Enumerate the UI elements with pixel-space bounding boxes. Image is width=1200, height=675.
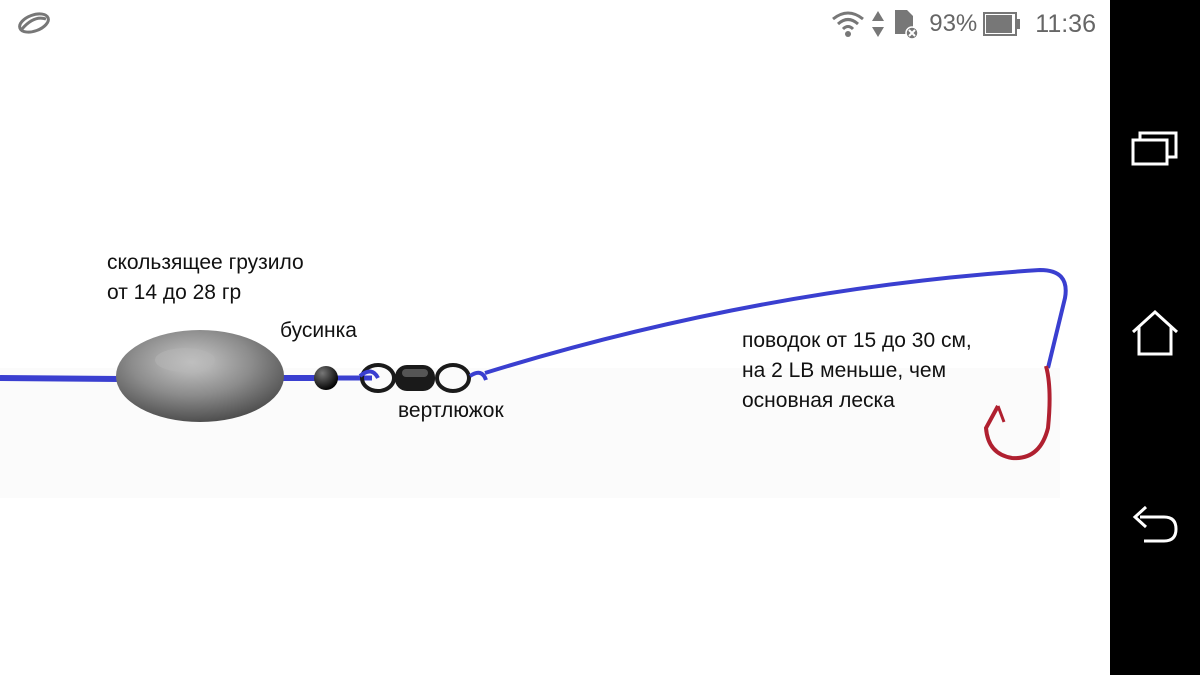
- swivel: [360, 363, 471, 393]
- hook: [983, 365, 1052, 461]
- fishing-rig-diagram: скользящее грузило от 14 до 28 гр бусинк…: [0, 48, 1110, 675]
- recents-icon: [1130, 128, 1180, 173]
- knot-right: [468, 370, 488, 381]
- home-icon: [1130, 309, 1180, 362]
- sinker-label-line-2: от 14 до 28 гр: [107, 281, 242, 304]
- sinker-label: скользящее грузило от 14 до 28 гр: [107, 248, 304, 308]
- swivel-label: вертлюжок: [398, 399, 504, 422]
- home-button[interactable]: [1130, 309, 1180, 362]
- leader-label-line-1: поводок от 15 до 30 см,: [742, 329, 972, 352]
- clock: 11:36: [1035, 9, 1096, 38]
- back-button[interactable]: [1130, 500, 1180, 550]
- data-arrows-icon: [871, 9, 885, 39]
- leader-label: поводок от 15 до 30 см, на 2 LB меньше, …: [742, 326, 972, 416]
- rig-illustration: [0, 267, 1068, 498]
- status-bar: 93% 11:36: [0, 0, 1110, 48]
- wifi-icon: [831, 10, 865, 38]
- leader-line: [484, 267, 1068, 375]
- sliding-sinker: [116, 330, 284, 422]
- battery-icon: [983, 11, 1021, 37]
- sinker-highlight: [155, 348, 215, 372]
- app-notification-icon: [16, 11, 52, 35]
- knot-left: [358, 369, 380, 380]
- main-line: [0, 375, 121, 382]
- sinker-label-line-1: скользящее грузило: [107, 251, 304, 274]
- navigation-bar: [1110, 0, 1200, 675]
- leader-label-line-2: на 2 LB меньше, чем: [742, 359, 947, 382]
- sd-card-icon: [891, 8, 919, 40]
- recents-button[interactable]: [1130, 125, 1180, 175]
- bead-label: бусинка: [280, 319, 357, 342]
- back-icon: [1130, 501, 1180, 550]
- leader-label-line-3: основная леска: [742, 389, 895, 412]
- battery-percent: 93%: [929, 10, 978, 37]
- bead: [314, 366, 338, 390]
- status-indicators: 93% 11:36: [831, 6, 1096, 42]
